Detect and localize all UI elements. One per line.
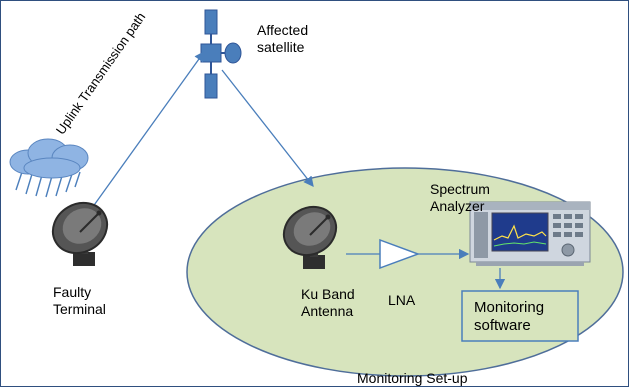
monitoring-software-box (461, 290, 579, 342)
lna-label: LNA (388, 292, 416, 308)
lna-amplifier-icon (379, 238, 421, 270)
affected-satellite-label: Affected satellite (257, 22, 309, 55)
spectrum-analyzer-label: Spectrum Analyzer (430, 181, 490, 214)
rain-cloud-icon (9, 138, 89, 198)
monitoring-setup-label: Monitoring Set-up (357, 370, 468, 386)
monitoring-software-label: Monitoring software (474, 299, 545, 334)
downlink-arrow (221, 69, 314, 188)
uplink-path-line (91, 50, 205, 209)
ku-band-dish-icon (282, 205, 338, 269)
ku-band-antenna-label: Ku Band Antenna (301, 286, 355, 319)
monitoring-setup-area (186, 167, 624, 377)
faulty-terminal-label: Faulty Terminal (53, 284, 106, 317)
faulty-terminal-dish-icon (51, 201, 109, 266)
satellite-icon (200, 9, 242, 99)
spectrum-analyzer-icon (469, 201, 591, 266)
